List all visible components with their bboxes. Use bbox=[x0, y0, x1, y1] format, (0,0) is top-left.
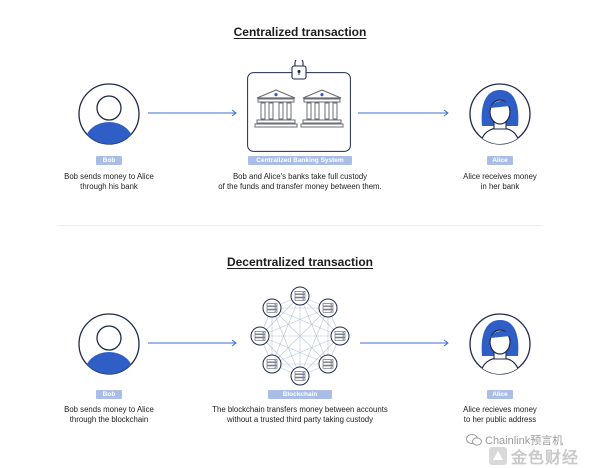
bob-caption: Bob sends money to Alice through his ban… bbox=[64, 172, 154, 191]
banking-system-badge: Centralized Banking System bbox=[248, 156, 352, 165]
watermark-brand: 金色财经 bbox=[511, 450, 580, 467]
server-node-icon bbox=[250, 326, 270, 346]
blockchain-badge: Blockchain bbox=[268, 390, 332, 399]
bob-badge-2: Bob bbox=[96, 390, 122, 399]
arrow-blockchain-to-alice bbox=[360, 339, 449, 347]
jinse-logo-icon bbox=[489, 447, 507, 465]
server-node-icon bbox=[290, 286, 310, 306]
server-node-icon bbox=[262, 298, 282, 318]
server-node-icon bbox=[318, 354, 338, 374]
alice-woman-icon bbox=[469, 83, 531, 145]
centralized-title: Centralized transaction bbox=[233, 25, 367, 39]
arrow-bob-to-blockchain bbox=[148, 339, 237, 347]
bob-badge: Bob bbox=[96, 156, 122, 165]
bob-caption-2: Bob sends money to Alice through the blo… bbox=[64, 405, 154, 424]
watermark-wechat: Chainlink预言机 bbox=[466, 432, 563, 448]
section-divider bbox=[58, 225, 542, 226]
banking-system-box bbox=[247, 60, 351, 152]
alice-caption: Alice receives money in her bank bbox=[463, 172, 537, 191]
banking-system-caption: Bob and Alice's banks take full custody … bbox=[218, 172, 382, 191]
padlock-icon bbox=[291, 60, 307, 80]
decentralized-title: Decentralized transaction bbox=[226, 255, 374, 269]
wechat-icon bbox=[466, 434, 482, 446]
blockchain-caption: The blockchain transfers money between a… bbox=[212, 405, 388, 424]
alice-woman-icon-2 bbox=[469, 313, 531, 375]
server-node-icon bbox=[330, 326, 350, 346]
alice-badge: Alice bbox=[487, 156, 513, 165]
alice-caption-2: Alice recieves money to her public addre… bbox=[463, 405, 537, 424]
blockchain-network bbox=[250, 286, 350, 386]
watermark-logo: 金色财经 bbox=[488, 444, 579, 468]
server-node-icon bbox=[262, 354, 282, 374]
alice-badge-2: Alice bbox=[487, 390, 513, 399]
arrow-bank-to-alice bbox=[358, 109, 449, 117]
arrow-bob-to-bank bbox=[148, 109, 237, 117]
server-node-icon bbox=[290, 366, 310, 386]
watermark-text: Chainlink预言机 bbox=[485, 435, 564, 447]
server-node-icon bbox=[318, 298, 338, 318]
bank-building-icon-2 bbox=[300, 89, 344, 128]
bank-building-icon-1 bbox=[254, 89, 298, 128]
bob-person-icon-2 bbox=[78, 313, 140, 375]
bob-person-icon bbox=[78, 83, 140, 145]
